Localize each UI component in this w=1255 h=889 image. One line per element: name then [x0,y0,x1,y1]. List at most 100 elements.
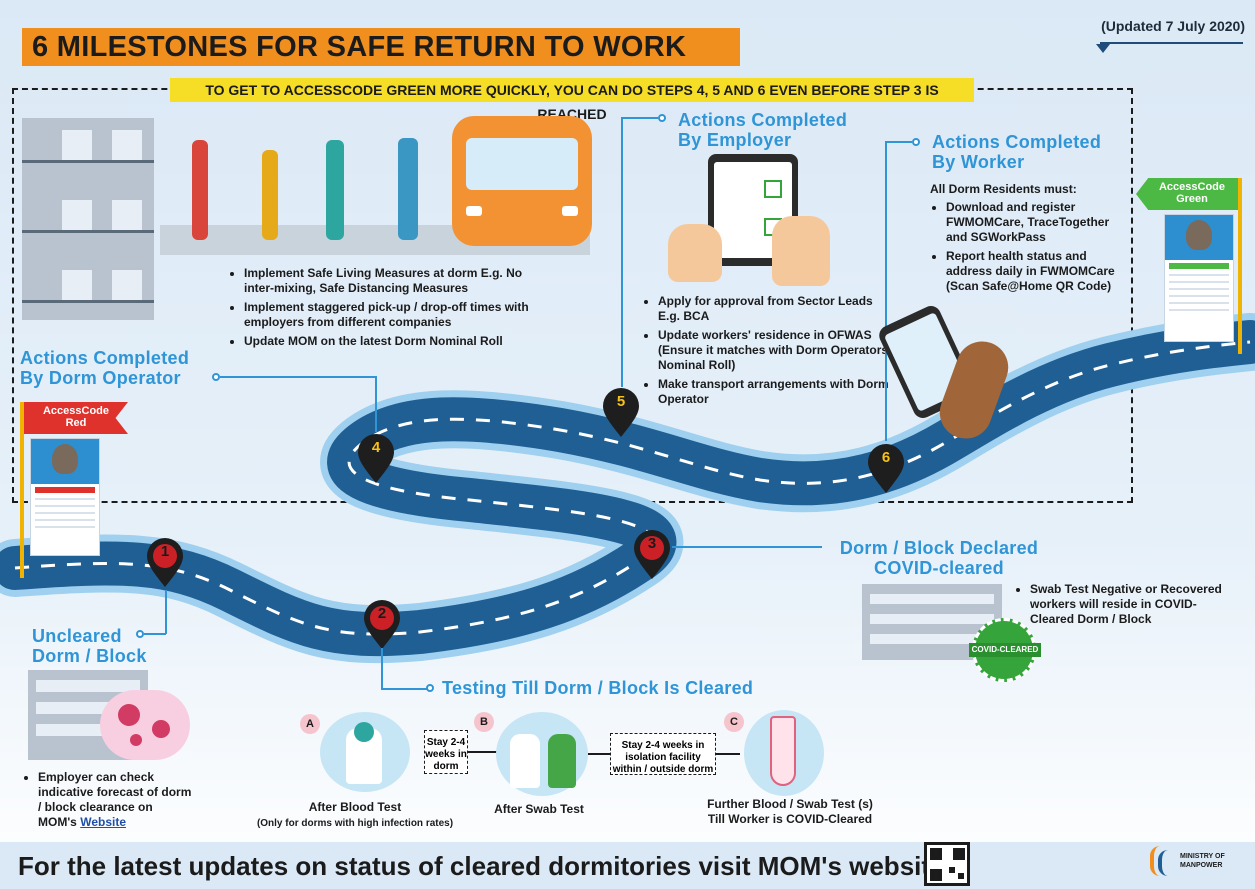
worker-figure-1 [192,140,208,240]
uncleared-heading-line1: Uncleared [32,626,122,646]
step-a-badge: A [300,714,320,734]
connector-line [885,141,887,441]
step-c-badge: C [724,712,744,732]
updated-date: (Updated 7 July 2020) [1101,18,1245,34]
employer-heading-line2: By Employer [678,130,792,150]
connector-line [672,546,822,548]
wait-isolation-box: Stay 2-4 weeks in isolation facility wit… [610,733,716,775]
arrow-line [716,753,740,755]
dorm-operator-bullet-2: Implement staggered pick-up / drop-off t… [244,300,538,330]
mom-logo-mark [1158,850,1178,876]
green-flag-line1: AccessCode [1158,181,1226,193]
connector-line [220,376,376,378]
connector-line [375,376,377,432]
after-blood-test-note: (Only for dorms with high infection rate… [256,818,454,829]
early-steps-banner: TO GET TO ACCESSCODE GREEN MORE QUICKLY,… [170,78,974,122]
milestone-number-6: 6 [881,449,891,466]
hand-illustration [668,224,722,282]
declared-heading-line2: COVID-cleared [874,558,1004,578]
milestone-pin-2: 2 [362,598,402,650]
connector-dot [912,138,920,146]
connector-line [381,648,383,688]
worker-actions: Download and register FWMOMCare, TraceTo… [930,200,1130,298]
worker-heading: Actions Completed By Worker [932,132,1142,172]
worker-bullet-2: Report health status and address daily i… [946,249,1130,294]
milestone-pin-1: 1 [145,536,185,588]
mom-website-link[interactable]: Website [80,815,126,829]
uncleared-note-text: Employer can check indicative forecast o… [38,770,192,829]
employer-bullet-2: Update workers' residence in OFWAS (Ensu… [658,328,892,373]
connector-line [622,117,658,119]
updated-underline [1100,42,1243,44]
milestone-number-2: 2 [377,605,387,622]
milestone-number-1: 1 [160,543,170,560]
connector-line [144,633,166,635]
step-b-badge: B [474,712,494,732]
milestone-pin-5: 5 [601,386,641,438]
milestone-number-4: 4 [371,439,381,456]
page-title: 6 MILESTONES FOR SAFE RETURN TO WORK [22,28,740,66]
further-test-line1: Further Blood / Swab Test (s) [707,797,873,811]
worker-heading-line1: Actions Completed [932,132,1102,152]
milestone-number-5: 5 [616,393,626,410]
mom-logo-text: MINISTRY OF MANPOWER [1180,852,1225,870]
mom-logo-line1: MINISTRY OF [1180,853,1225,860]
connector-dot [658,114,666,122]
dorm-operator-bullet-3: Update MOM on the latest Dorm Nominal Ro… [244,334,538,349]
mom-logo-icon [1150,846,1174,876]
staff-figure [398,138,418,240]
connector-dot [136,630,144,638]
dorm-operator-heading-line1: Actions Completed [20,348,190,368]
green-flag-line2: Green [1176,193,1208,205]
connector-line [886,141,912,143]
covid-cleared-stamp-text: COVID-CLEARED [969,643,1041,657]
accesscode-green-flag: AccessCode Green [1136,178,1238,210]
worker-intro: All Dorm Residents must: [930,182,1077,196]
covid-cleared-stamp: COVID-CLEARED [969,618,1041,682]
connector-line [165,590,167,634]
footer-text: For the latest updates on status of clea… [18,851,954,881]
employer-heading-line1: Actions Completed [678,110,848,130]
employer-heading: Actions Completed By Employer [678,110,888,150]
declared-heading: Dorm / Block Declared COVID-cleared [824,538,1054,578]
dorm-operator-heading: Actions Completed By Dorm Operator [20,348,230,388]
wait-in-dorm-box: Stay 2-4 weeks in dorm [424,730,468,774]
blood-test-illustration [320,712,410,792]
worker-bullet-1: Download and register FWMOMCare, TraceTo… [946,200,1130,245]
connector-line [381,688,427,690]
virus-icon [100,690,190,760]
milestone-pin-4: 4 [356,432,396,484]
arrow-line [588,753,610,755]
arrow-line [468,751,498,753]
milestone-pin-3: 3 [632,528,672,580]
accesscode-green-card [1164,214,1234,342]
test-tube-illustration [744,710,824,796]
milestone-pin-6: 6 [866,442,906,494]
accesscode-red-flag: AccessCode Red [24,402,128,434]
declared-note: Swab Test Negative or Recovered workers … [1014,582,1234,631]
worker-heading-line2: By Worker [932,152,1025,172]
worker-figure-2 [262,150,278,240]
red-flag-line1: AccessCode [42,405,110,417]
after-blood-test-label: After Blood Test [308,800,402,814]
employer-bullet-1: Apply for approval from Sector Leads E.g… [658,294,892,324]
dorm-operator-heading-line2: By Dorm Operator [20,368,181,388]
dorm-operator-actions: Implement Safe Living Measures at dorm E… [228,266,538,353]
flag-pole [1238,178,1242,354]
dorm-building-illustration [22,118,154,320]
connector-dot [426,684,434,692]
mom-logo-line2: MANPOWER [1180,862,1223,869]
worker-figure-3 [326,140,344,240]
connector-line [621,117,623,387]
uncleared-heading-line2: Dorm / Block [32,646,147,666]
hand-illustration [772,216,830,286]
dorm-operator-bullet-1: Implement Safe Living Measures at dorm E… [244,266,538,296]
bus-icon [452,116,592,246]
testing-heading: Testing Till Dorm / Block Is Cleared [442,678,754,698]
declared-bullet: Swab Test Negative or Recovered workers … [1030,582,1234,627]
milestone-number-3: 3 [647,535,657,552]
further-test-line2: Till Worker is COVID-Cleared [707,812,873,826]
employer-bullet-3: Make transport arrangements with Dorm Op… [658,377,892,407]
qr-code-icon[interactable] [924,842,970,886]
